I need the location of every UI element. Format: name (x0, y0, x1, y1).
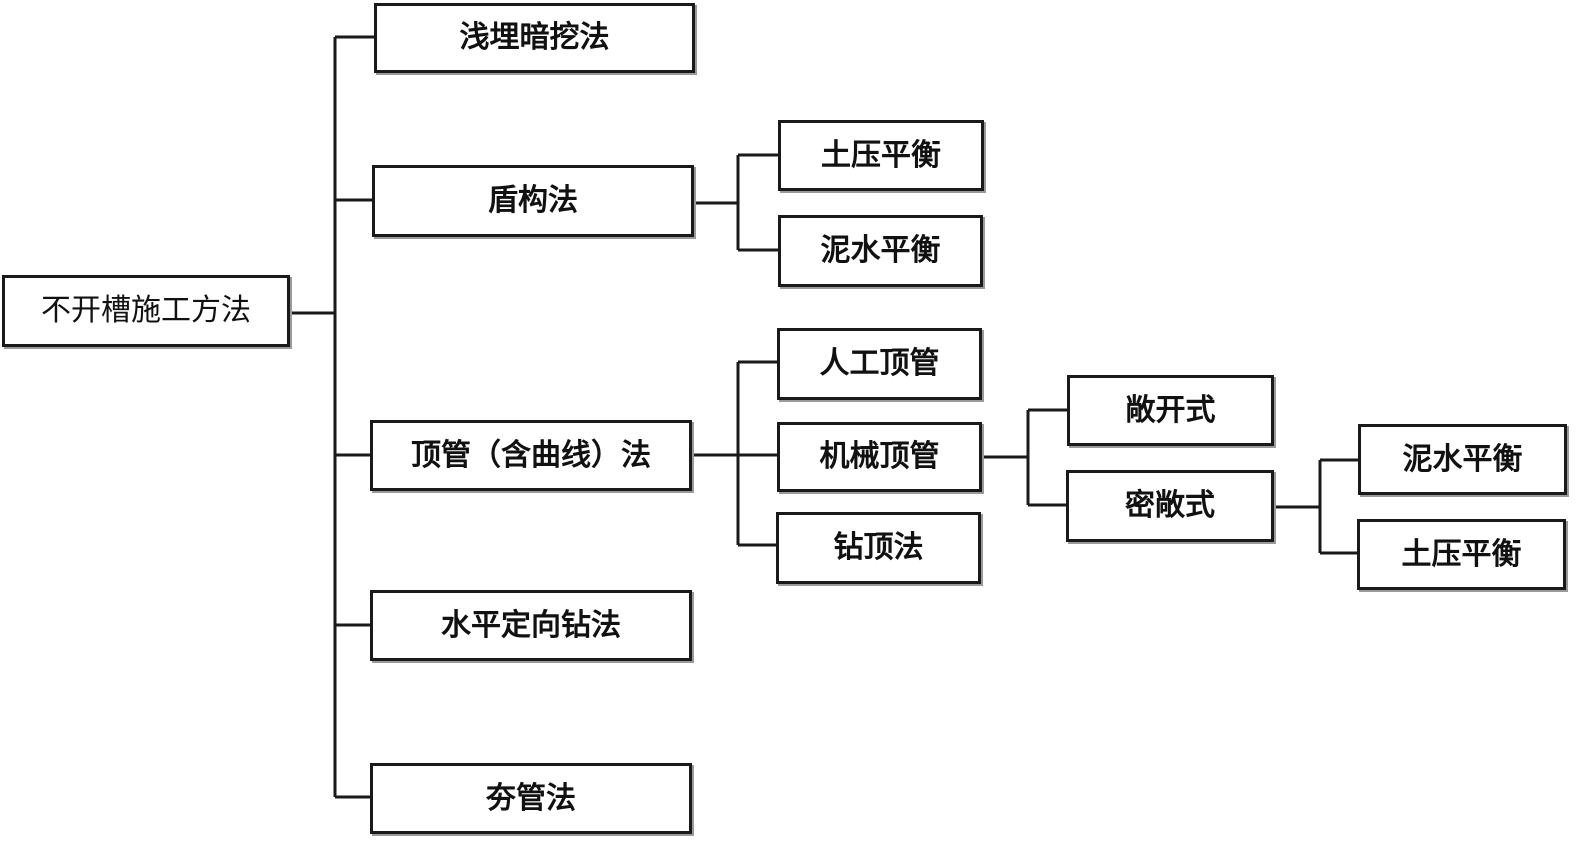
shield-earth-pressure-node: 土压平衡 (778, 120, 984, 191)
jacking-auger-label: 钻顶法 (833, 530, 924, 565)
mechanical-closed-label: 密敞式 (1125, 488, 1215, 523)
method-shield-node: 盾构法 (372, 165, 694, 237)
jacking-manual-label: 人工顶管 (819, 346, 940, 381)
method-hdd-label: 水平定向钻法 (441, 607, 621, 643)
mechanical-open-node: 敞开式 (1067, 375, 1274, 446)
jacking-mechanical-node: 机械顶管 (777, 422, 982, 492)
method-hdd-node: 水平定向钻法 (370, 590, 692, 661)
mechanical-closed-node: 密敞式 (1066, 470, 1274, 542)
root-node: 不开槽施工方法 (2, 275, 290, 347)
closed-slurry-node: 泥水平衡 (1358, 424, 1567, 495)
closed-earth-pressure-node: 土压平衡 (1357, 519, 1566, 590)
jacking-auger-node: 钻顶法 (776, 512, 981, 584)
method-pipe-jacking-label: 顶管（含曲线）法 (411, 437, 651, 473)
shield-slurry-node: 泥水平衡 (778, 215, 983, 287)
method-ramming-node: 夯管法 (370, 763, 692, 834)
jacking-manual-node: 人工顶管 (777, 328, 982, 400)
shield-slurry-label: 泥水平衡 (820, 233, 941, 268)
method-ramming-label: 夯管法 (486, 780, 576, 816)
method-shallow-label: 浅埋暗挖法 (459, 20, 610, 55)
method-shallow-node: 浅埋暗挖法 (374, 3, 695, 73)
method-pipe-jacking-node: 顶管（含曲线）法 (370, 420, 692, 491)
closed-earth-pressure-label: 土压平衡 (1401, 536, 1522, 572)
shield-earth-pressure-label: 土压平衡 (821, 137, 941, 173)
root-label: 不开槽施工方法 (41, 293, 251, 328)
mechanical-open-label: 敞开式 (1125, 392, 1216, 428)
method-shield-label: 盾构法 (488, 183, 578, 218)
jacking-mechanical-label: 机械顶管 (819, 439, 940, 474)
closed-slurry-label: 泥水平衡 (1402, 441, 1523, 477)
